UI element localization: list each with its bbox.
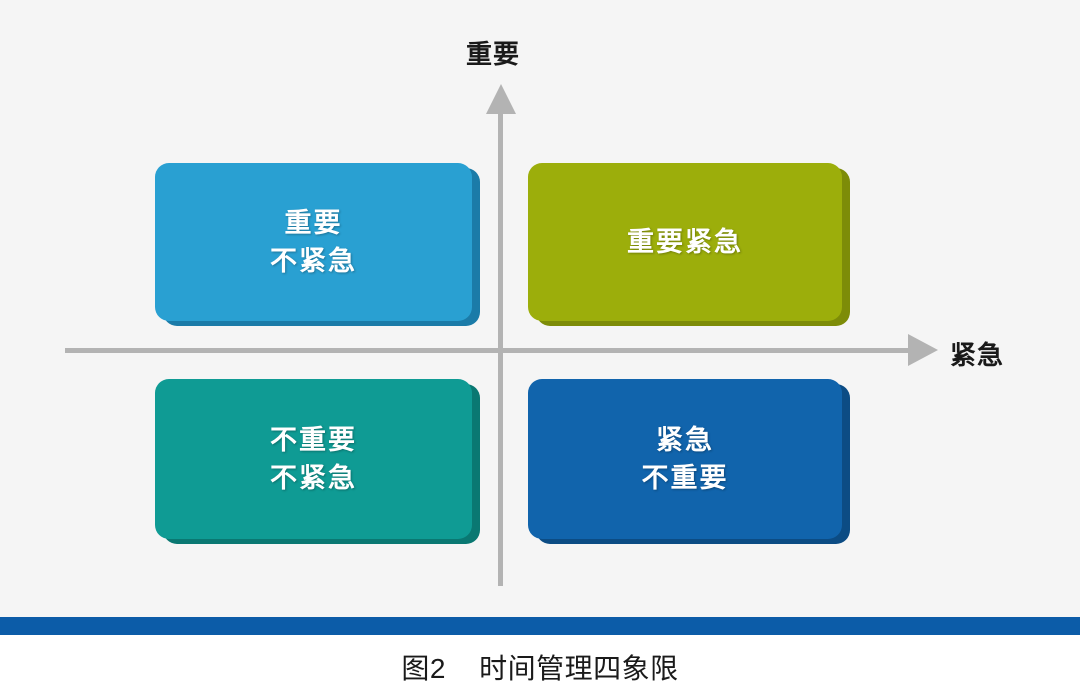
quadrant-body: 紧急 不重要 bbox=[528, 379, 842, 539]
quadrant-label-line-1: 不重要 bbox=[270, 424, 357, 455]
y-axis-line bbox=[498, 106, 503, 586]
quadrant-body: 重要紧急 bbox=[528, 163, 842, 321]
x-axis-label: 紧急 bbox=[950, 340, 1005, 370]
quadrant-label-line-2: 不紧急 bbox=[270, 246, 357, 276]
quadrant-label-line-2: 不重要 bbox=[641, 463, 729, 493]
quadrant-important-not-urgent[interactable]: 重要 不紧急 bbox=[155, 163, 480, 326]
figure-caption: 图2 时间管理四象限 bbox=[401, 653, 679, 684]
bottom-rule-divider bbox=[0, 617, 1080, 635]
y-axis-arrow-icon bbox=[486, 84, 516, 114]
x-axis-line bbox=[65, 348, 920, 353]
quadrant-important-urgent[interactable]: 重要紧急 bbox=[528, 163, 850, 326]
x-axis-arrow-icon bbox=[908, 334, 938, 366]
quadrant-label-line-1: 紧急 bbox=[656, 424, 714, 455]
quadrant-body: 不重要 不紧急 bbox=[155, 379, 472, 539]
quadrant-label-line-1: 重要 bbox=[284, 207, 343, 238]
quadrant-not-important-not-urgent[interactable]: 不重要 不紧急 bbox=[155, 379, 480, 544]
quadrant-body: 重要 不紧急 bbox=[155, 163, 472, 321]
quadrant-label-line-1: 重要紧急 bbox=[627, 226, 743, 257]
quadrant-urgent-not-important[interactable]: 紧急 不重要 bbox=[528, 379, 850, 544]
y-axis-label: 重要 bbox=[466, 39, 521, 69]
time-management-quadrant-diagram: 重要 紧急 重要 不紧急 重要紧急 不重要 不紧急 bbox=[65, 39, 1005, 586]
figure-caption-area: 图2 时间管理四象限 bbox=[0, 635, 1080, 699]
quadrant-label-line-2: 不紧急 bbox=[270, 463, 357, 493]
